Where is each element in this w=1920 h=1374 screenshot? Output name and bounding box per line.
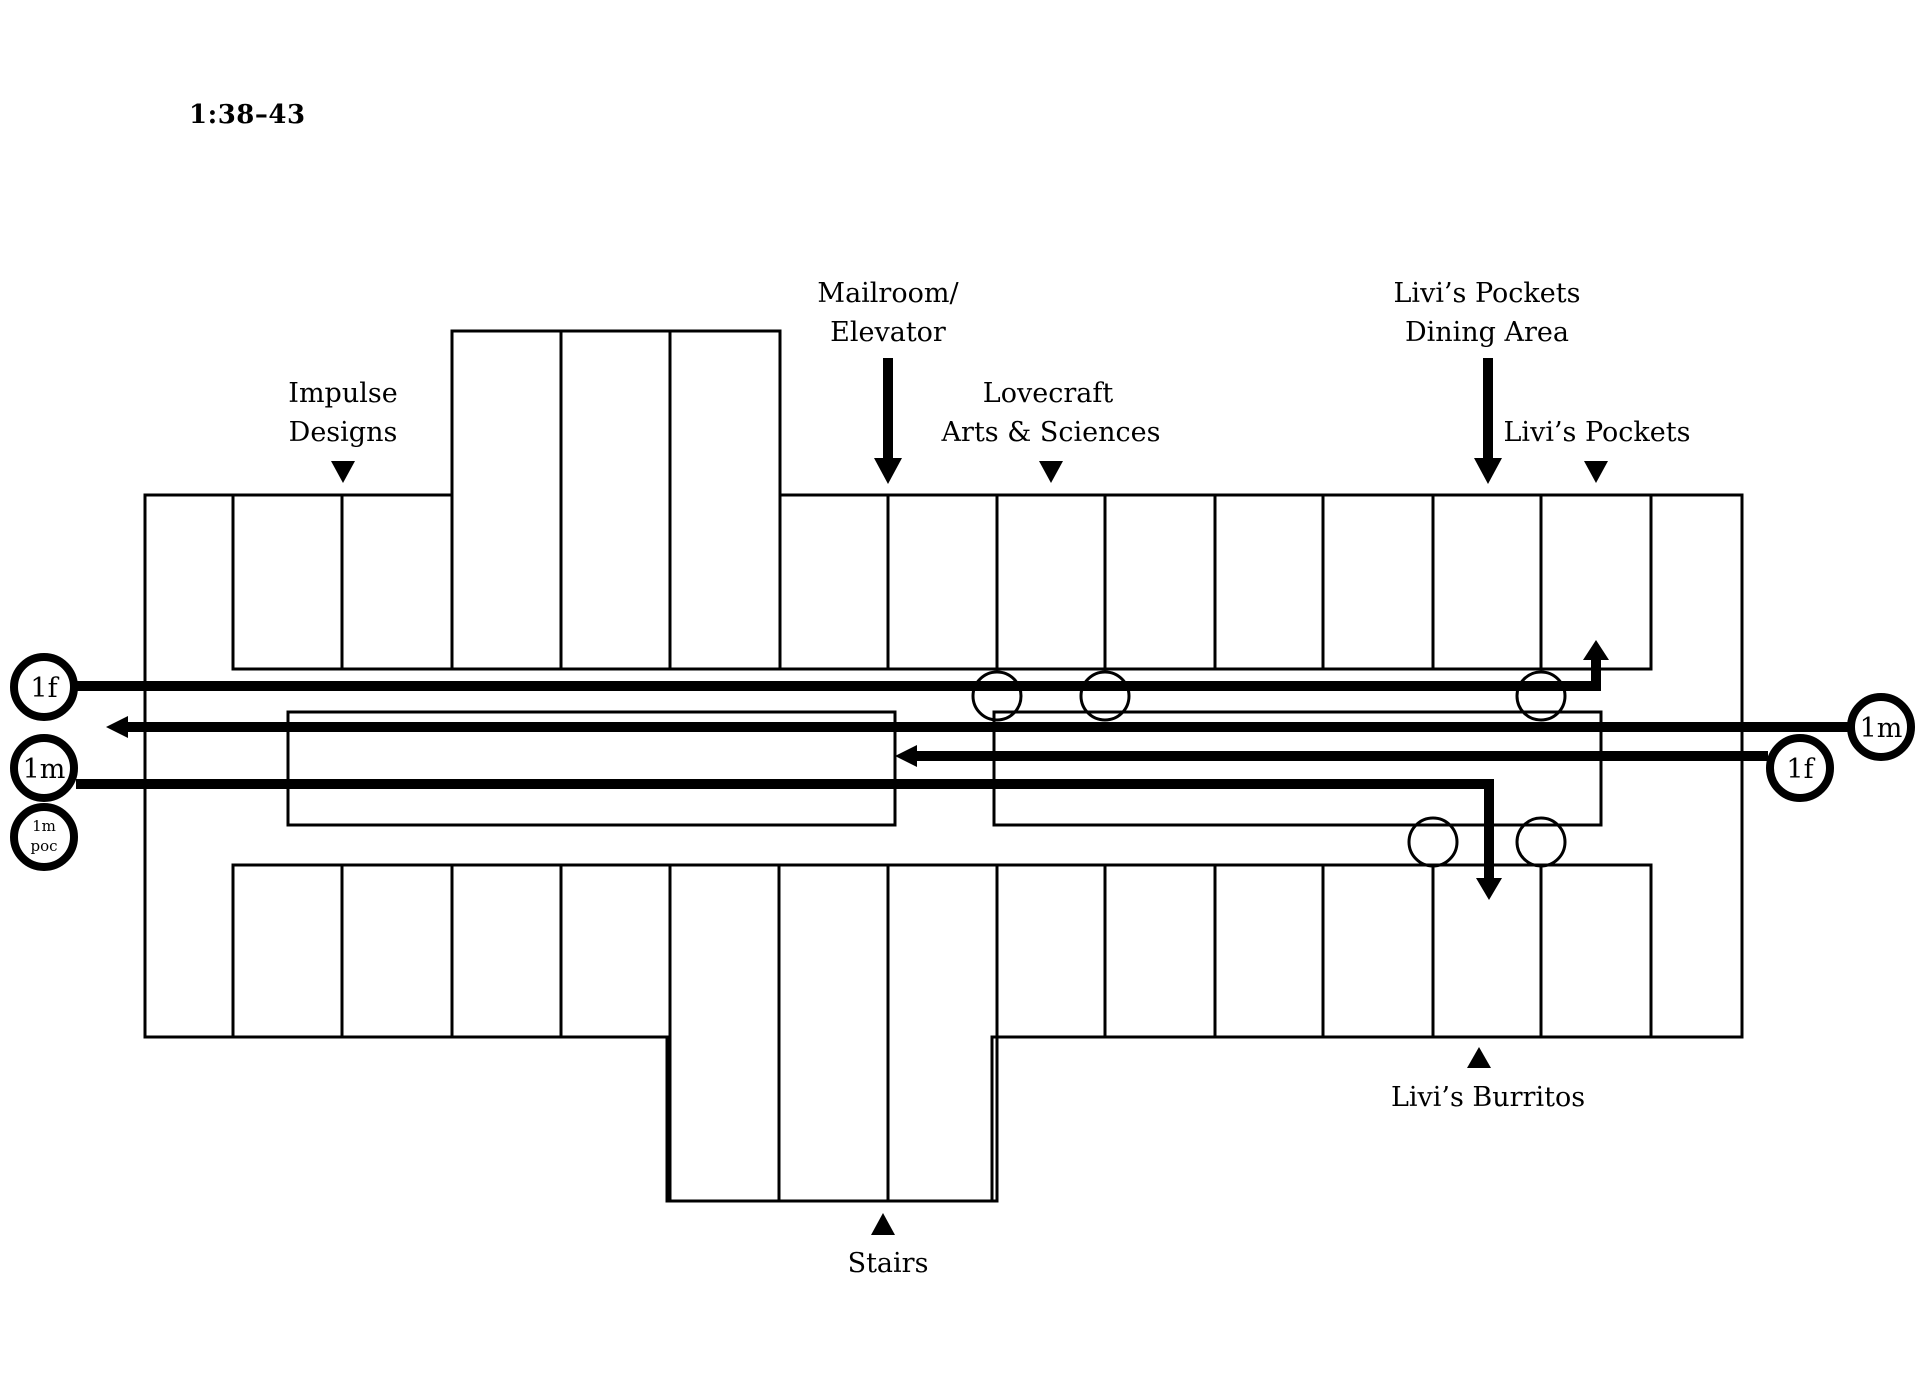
top-store-row bbox=[231, 329, 1653, 671]
triangle-down-icon bbox=[1039, 461, 1063, 483]
stairs-bay-2[interactable] bbox=[777, 863, 890, 1203]
marker-label: poc bbox=[30, 837, 57, 855]
store-tall-3[interactable] bbox=[668, 329, 782, 671]
marker-label: 1m bbox=[1860, 713, 1903, 744]
stairs-bay-1[interactable] bbox=[668, 863, 781, 1203]
marker-left-1m[interactable]: 1m bbox=[10, 734, 78, 802]
marker-label: 1f bbox=[30, 673, 59, 704]
start-markers: 1f 1m 1m poc 1m 1f bbox=[10, 653, 1915, 871]
label-livis-dining-line1: Livi’s Pockets bbox=[1394, 278, 1581, 309]
store-bottom-10[interactable] bbox=[1213, 863, 1325, 1039]
store-livis-dining-area[interactable] bbox=[1431, 493, 1543, 671]
triangle-up-icon bbox=[1467, 1047, 1491, 1068]
label-lovecraft-line1: Lovecraft bbox=[983, 378, 1114, 409]
triangle-up-icon bbox=[871, 1213, 895, 1235]
triangle-down-icon bbox=[1584, 461, 1608, 483]
crossing-circle bbox=[1515, 670, 1567, 722]
arrow-up-icon bbox=[1583, 640, 1609, 660]
crossing-points bbox=[971, 670, 1567, 868]
arrow-down-icon bbox=[1474, 458, 1502, 484]
label-mailroom-line1: Mailroom/ bbox=[817, 278, 959, 309]
island-right bbox=[992, 710, 1603, 827]
routes bbox=[76, 640, 1848, 900]
label-impulse-line1: Impulse bbox=[288, 378, 397, 409]
label-livis-pockets: Livi’s Pockets bbox=[1504, 417, 1691, 448]
arrow-down-icon bbox=[874, 458, 902, 484]
marker-label: 1m bbox=[32, 817, 56, 835]
store-bottom-9[interactable] bbox=[1103, 863, 1217, 1039]
store-tall-2[interactable] bbox=[559, 329, 672, 671]
arrow-down-icon bbox=[1476, 878, 1502, 900]
store-top-9[interactable] bbox=[1103, 493, 1217, 671]
store-bottom-11[interactable] bbox=[1321, 863, 1435, 1039]
store-top-1[interactable] bbox=[231, 493, 344, 671]
store-bottom-4[interactable] bbox=[559, 863, 672, 1039]
crossing-circle bbox=[1515, 816, 1567, 868]
marker-label: 1f bbox=[1786, 754, 1815, 785]
store-mailroom-elevator[interactable] bbox=[886, 493, 999, 671]
store-top-10[interactable] bbox=[1213, 493, 1325, 671]
crossing-circle bbox=[1407, 816, 1459, 868]
label-impulse-line2: Designs bbox=[289, 417, 398, 448]
route-1f-left bbox=[76, 658, 1601, 691]
marker-left-1f[interactable]: 1f bbox=[10, 653, 78, 721]
island-left bbox=[286, 710, 897, 827]
marker-left-1m-poc[interactable]: 1m poc bbox=[10, 803, 78, 871]
label-livis-burritos: Livi’s Burritos bbox=[1391, 1082, 1585, 1113]
arrow-left-icon bbox=[106, 716, 128, 738]
store-tall-1[interactable] bbox=[450, 329, 563, 671]
scene-title: 1:38–43 bbox=[189, 100, 306, 130]
store-lovecraft[interactable] bbox=[995, 493, 1107, 671]
route-1m-left bbox=[76, 779, 1494, 880]
marker-right-1f[interactable]: 1f bbox=[1766, 734, 1834, 802]
stairs-bay-3[interactable] bbox=[886, 863, 999, 1203]
store-bottom-13[interactable] bbox=[1539, 863, 1653, 1039]
crossing-circle bbox=[971, 670, 1023, 722]
center-islands bbox=[286, 710, 1603, 827]
store-top-11[interactable] bbox=[1321, 493, 1435, 671]
label-livis-dining-line2: Dining Area bbox=[1405, 317, 1569, 348]
store-bottom-8[interactable] bbox=[995, 863, 1107, 1039]
store-top-6[interactable] bbox=[778, 493, 890, 671]
pointers bbox=[331, 358, 1608, 1235]
labels: Impulse Designs Mailroom/ Elevator Lovec… bbox=[288, 278, 1690, 1279]
marker-label: 1m bbox=[23, 754, 66, 785]
store-bottom-1[interactable] bbox=[231, 863, 344, 1039]
store-bottom-2[interactable] bbox=[340, 863, 454, 1039]
store-bottom-3[interactable] bbox=[450, 863, 563, 1039]
building-outline bbox=[143, 329, 1744, 1203]
label-lovecraft-line2: Arts & Sciences bbox=[941, 417, 1161, 448]
triangle-down-icon bbox=[331, 461, 355, 483]
label-mailroom-line2: Elevator bbox=[830, 317, 946, 348]
outer-wall bbox=[143, 329, 1744, 1203]
marker-right-1m[interactable]: 1m bbox=[1847, 693, 1915, 761]
label-stairs: Stairs bbox=[848, 1248, 929, 1279]
store-impulse-designs[interactable] bbox=[340, 493, 454, 671]
crossing-circle bbox=[1079, 670, 1131, 722]
bottom-store-row bbox=[231, 863, 1653, 1203]
arrow-left-icon bbox=[895, 745, 917, 767]
